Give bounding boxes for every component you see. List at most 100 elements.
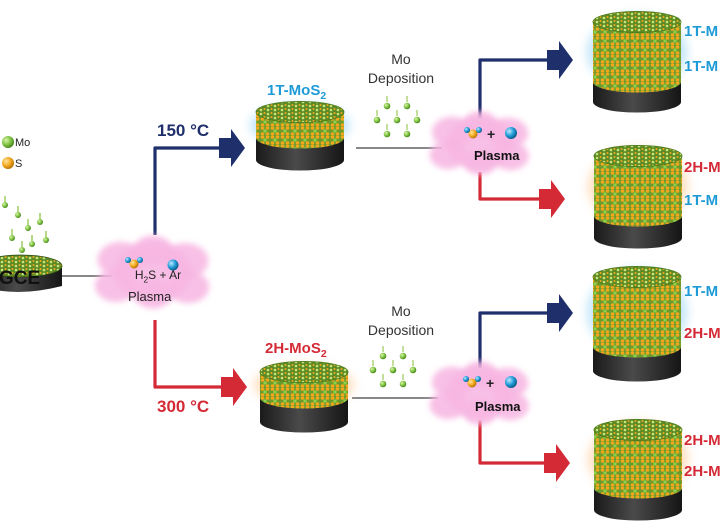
initial-plasma-cloud-blob-4 <box>166 270 210 304</box>
arrow-lower-top <box>478 294 573 368</box>
result-lower-bottom-stack-top <box>593 419 683 441</box>
arrow-upper-bottom-line <box>478 172 540 201</box>
lower-top-result-line2: 2H-M <box>684 325 720 342</box>
legend-mo-atom <box>2 136 14 148</box>
result-upper-top-stack-top <box>592 11 682 33</box>
upper-deposition-atoms-atom-4 <box>413 116 421 124</box>
initial-ar-atom <box>167 259 179 271</box>
result-lower-top-stack-lattice <box>593 277 681 358</box>
arrow-upper-main-head <box>219 129 245 167</box>
lower-plasma-cloud-blob-4 <box>491 391 529 421</box>
gce-mo-atom-5 <box>29 241 35 247</box>
upper-deposition-atoms-atom-2 <box>373 116 381 124</box>
arrow-lower-main-head <box>221 368 247 406</box>
arrow-upper-bottom-head <box>539 180 565 218</box>
arrow-lower-bottom-head <box>544 444 570 482</box>
gce-mo-atom-0 <box>2 202 8 208</box>
lower-h2s-molecule-s <box>467 378 477 388</box>
lower-plasma-label: Plasma <box>475 399 521 414</box>
result-lower-top-stack <box>587 266 687 382</box>
arrow-upper-top <box>478 41 573 118</box>
lower-product-label: 2H-MoS2 <box>265 340 327 360</box>
gce-substrate <box>0 254 63 292</box>
result-upper-bottom-stack <box>588 145 688 249</box>
upper-top-result-line1: 1T-M <box>684 23 719 40</box>
lower-deposition-atoms-atom-2 <box>369 366 377 374</box>
lower-h2s-molecule-h2 <box>475 376 481 382</box>
initial-h2s-molecule-s <box>129 259 139 269</box>
lower-deposition-atoms <box>369 346 417 388</box>
upper-ar-atom <box>505 127 517 139</box>
upper-deposition-atoms-atom-3 <box>393 116 401 124</box>
upper-h2s-molecule-h2 <box>476 127 482 133</box>
arrow-upper-main <box>153 129 245 235</box>
arrow-lower-top-line <box>478 311 548 368</box>
lower-plasma-plus: + <box>486 375 495 391</box>
upper-deposition-atoms-atom-1 <box>403 102 411 110</box>
arrow-lower-bottom-line <box>478 420 545 465</box>
gce-mo-atom-3 <box>37 219 43 225</box>
lower-top-result-line1: 1T-M <box>684 283 719 300</box>
lower-plasma-cloud-blob-3 <box>429 390 467 420</box>
initial-plasma-label: Plasma <box>128 289 172 304</box>
gce-mo-atom-1 <box>15 212 21 218</box>
upper-deposition-atoms-atom-0 <box>383 102 391 110</box>
gce-mo-atom-6 <box>43 237 49 243</box>
lower-plasma-cloud-blob-1 <box>431 366 473 398</box>
upper-plasma-cloud-blob-1 <box>431 116 473 148</box>
gce-mo-atom-7 <box>19 247 25 253</box>
lower-2h-mos2-stack-top <box>259 361 349 383</box>
initial-h2s-molecule-h2 <box>137 257 143 263</box>
upper-temperature-label: 150 °C <box>157 121 210 140</box>
gce-mo-atom-4 <box>9 235 15 241</box>
lower-temperature-label: 300 °C <box>157 397 210 416</box>
result-lower-bottom-stack-lattice <box>594 430 682 499</box>
result-upper-bottom-stack-lattice <box>594 156 682 227</box>
initial-plasma-cloud-blob-5 <box>133 235 173 266</box>
initial-plasma-cloud-blob-6 <box>133 278 173 309</box>
lower-plasma-cloud <box>429 361 529 425</box>
lower-deposition-atoms-atom-3 <box>389 366 397 374</box>
lower-deposition-atoms-atom-0 <box>379 352 387 360</box>
gce-mo-atom-2 <box>25 225 31 231</box>
initial-h2s-molecule-h1 <box>125 257 131 263</box>
arrow-upper-top-line <box>478 58 548 118</box>
initial-plasma-cloud-blob-1 <box>97 241 144 278</box>
lower-bottom-result-line1: 2H-M <box>684 432 720 449</box>
upper-plasma-cloud <box>429 111 529 175</box>
result-upper-top-stack <box>587 11 687 113</box>
lower-ar-atom <box>505 376 517 388</box>
initial-h2s-molecule <box>125 257 143 269</box>
result-lower-top-stack-top <box>592 266 682 288</box>
upper-plasma-label: Plasma <box>474 148 520 163</box>
result-upper-bottom-stack-top <box>593 145 683 167</box>
lower-h2s-molecule <box>463 376 481 388</box>
legend-s-label: S <box>15 158 23 170</box>
arrow-lower-main-line <box>153 320 222 389</box>
lower-deposition-atoms-atom-5 <box>379 380 387 388</box>
substrate-label: GCE <box>0 268 41 289</box>
lower-deposition-atoms-atom-6 <box>399 380 407 388</box>
arrow-lower-main <box>153 320 247 406</box>
upper-plasma-plus: + <box>487 126 496 142</box>
lower-2h-mos2-stack <box>254 361 354 433</box>
gce-top <box>0 254 63 278</box>
upper-bottom-result-line1: 2H-M <box>684 159 720 176</box>
upper-deposition-atoms-atom-6 <box>403 130 411 138</box>
upper-h2s-molecule-s <box>468 129 478 139</box>
result-upper-top-stack-lattice <box>593 22 681 93</box>
lower-bottom-result-line2: 2H-M <box>684 463 720 480</box>
lower-plasma-cloud-blob-6 <box>463 398 497 425</box>
upper-plasma-cloud-blob-6 <box>463 148 497 175</box>
upper-deposition-atoms-atom-5 <box>383 130 391 138</box>
upper-1t-mos2-stack <box>250 101 350 171</box>
upper-plasma-cloud-blob-3 <box>429 140 467 170</box>
result-lower-bottom-stack <box>588 419 688 521</box>
upper-1t-mos2-stack-top <box>255 101 345 123</box>
arrow-upper-bottom <box>478 172 565 218</box>
upper-plasma-cloud-blob-4 <box>491 141 529 171</box>
upper-top-result-line2: 1T-M <box>684 58 719 75</box>
